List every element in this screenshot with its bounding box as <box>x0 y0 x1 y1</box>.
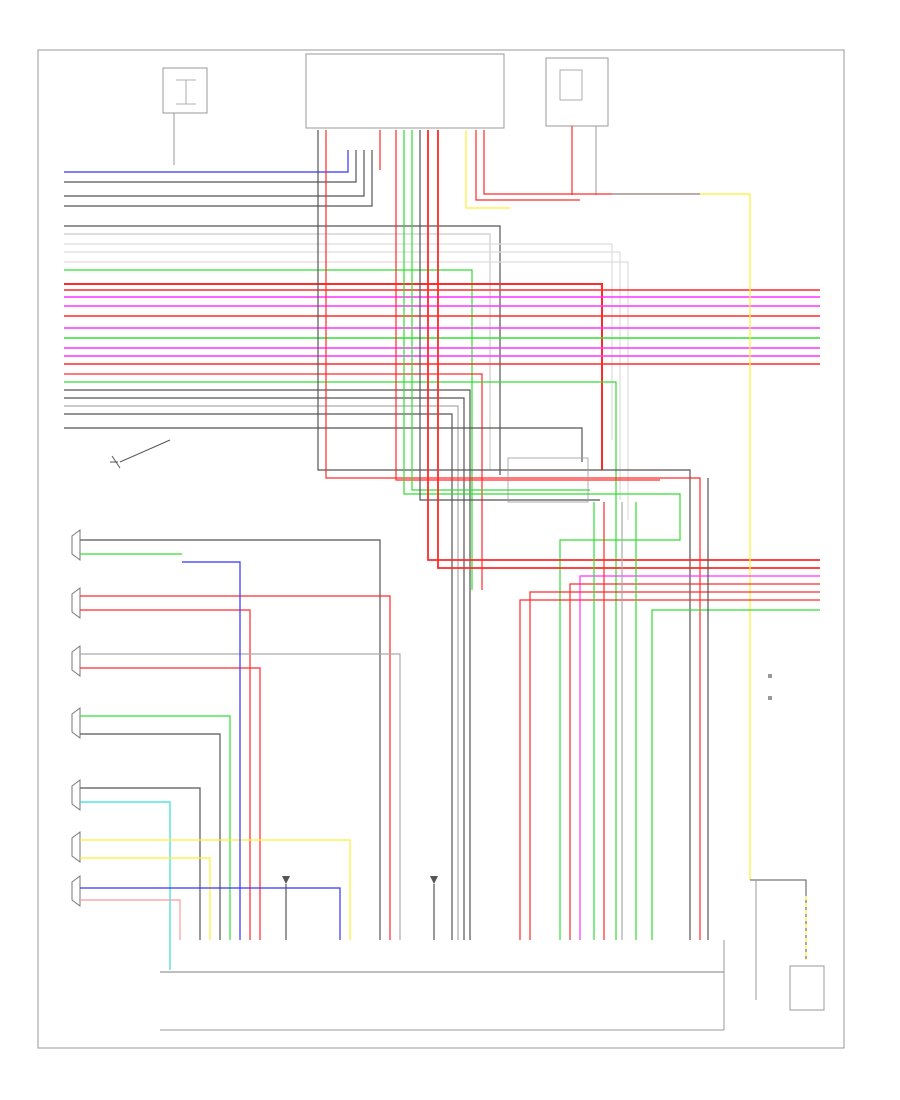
relay-top-right <box>545 57 609 195</box>
blue-riser <box>182 561 241 940</box>
module-drops <box>317 130 820 940</box>
amp-feeds <box>519 478 820 940</box>
speaker-3 <box>71 645 401 940</box>
ground-mid-1 <box>282 876 290 940</box>
ground-mid-2 <box>430 876 438 940</box>
speaker-7 <box>71 875 341 940</box>
diagram-border <box>37 49 845 1049</box>
bus-lines <box>64 150 820 940</box>
amplifier-connector <box>160 940 725 1031</box>
fuse-block <box>162 67 208 165</box>
speaker-4 <box>71 707 231 940</box>
right-component <box>750 879 825 1011</box>
speaker-2 <box>71 587 391 940</box>
ground-left <box>110 439 171 469</box>
control-module-top <box>305 53 505 129</box>
speaker-1 <box>71 529 381 940</box>
legend-markers <box>768 674 772 700</box>
junction-mid <box>507 457 589 503</box>
speaker-6 <box>71 831 351 940</box>
speaker-5 <box>71 779 201 970</box>
